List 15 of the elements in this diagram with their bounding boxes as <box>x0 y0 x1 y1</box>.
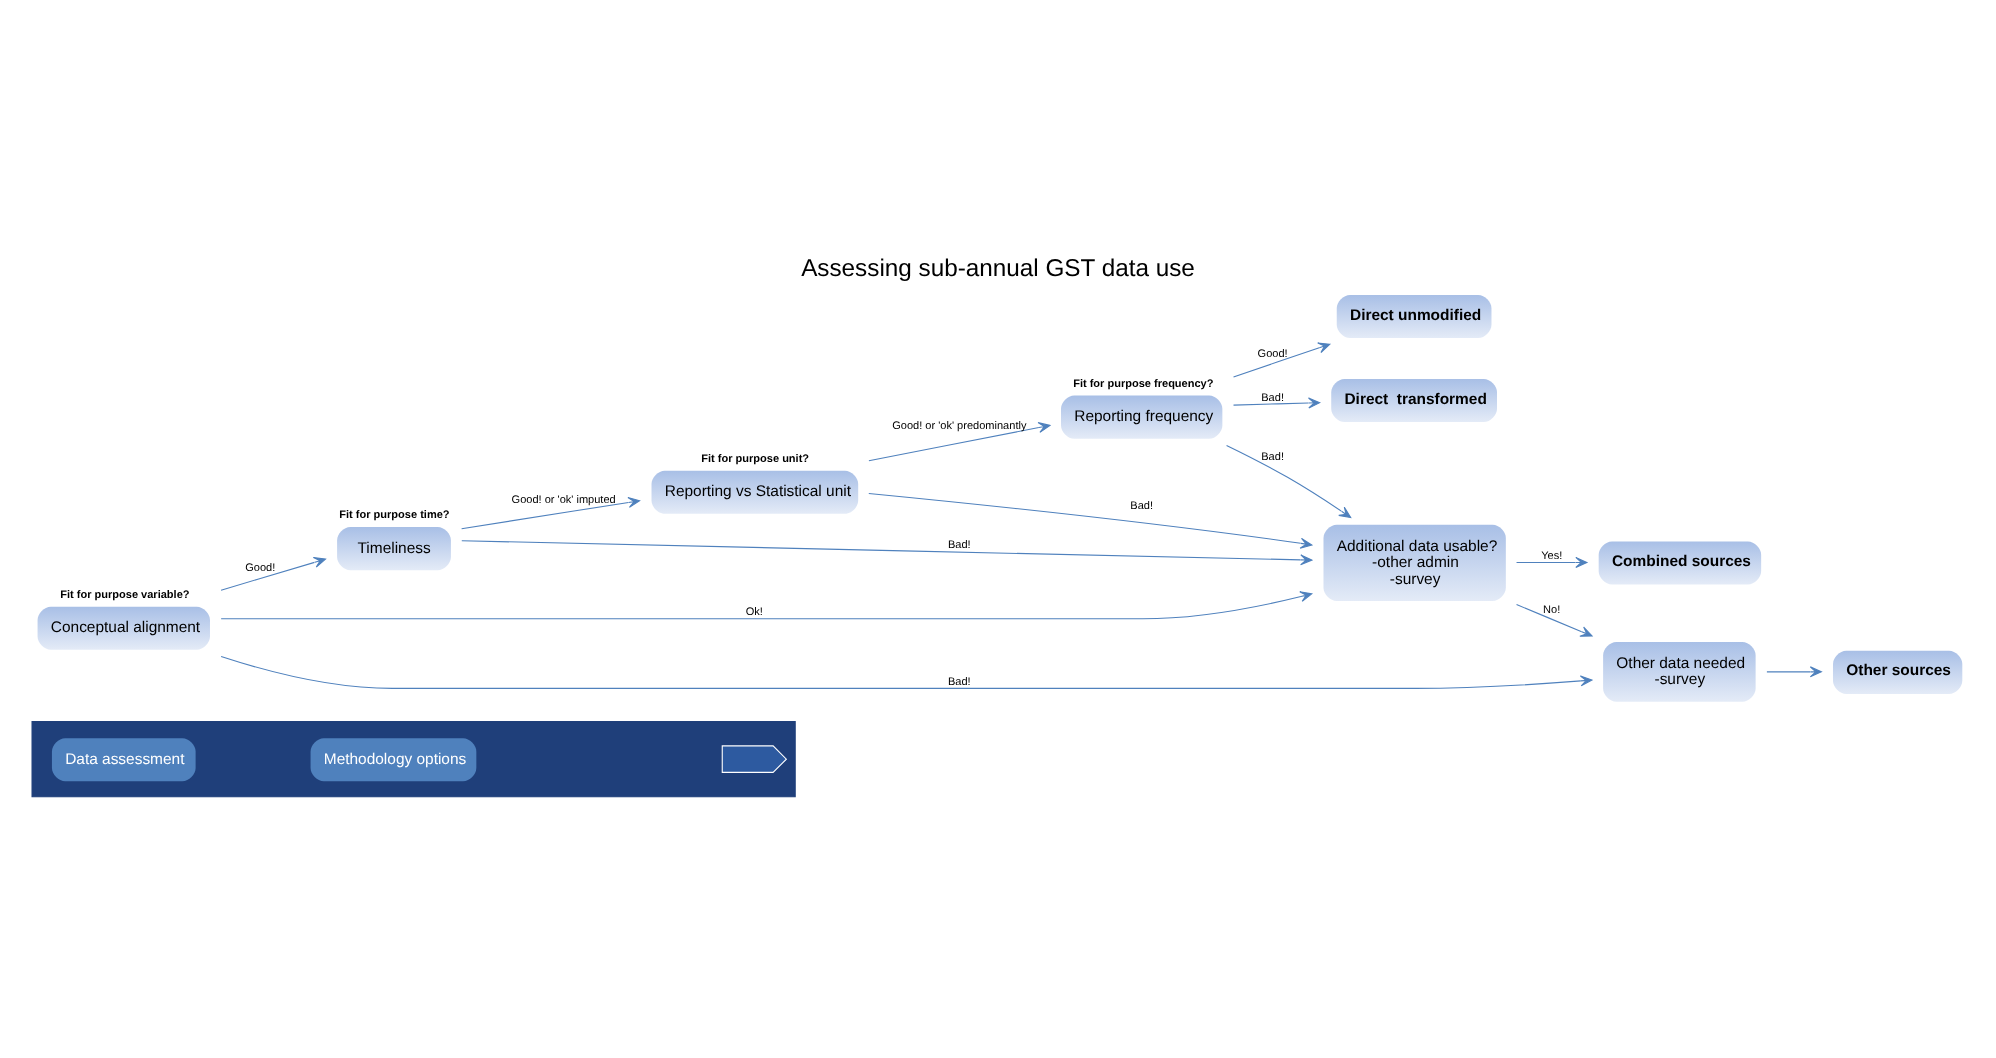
arrow <box>220 591 1313 620</box>
arrow <box>1516 604 1593 637</box>
arrow <box>1766 666 1822 678</box>
arrow <box>1232 342 1331 378</box>
arrow <box>1226 444 1352 519</box>
arrow <box>461 496 641 530</box>
arrow <box>220 655 1593 689</box>
arrow <box>868 422 1051 462</box>
arrow <box>220 556 326 591</box>
diagram-title: Assessing sub-annual GST data use <box>801 254 1195 283</box>
arrow <box>461 540 1313 566</box>
arrow <box>1232 397 1321 409</box>
arrow <box>868 492 1313 549</box>
cluster <box>31 721 796 798</box>
arrow <box>1516 556 1588 568</box>
